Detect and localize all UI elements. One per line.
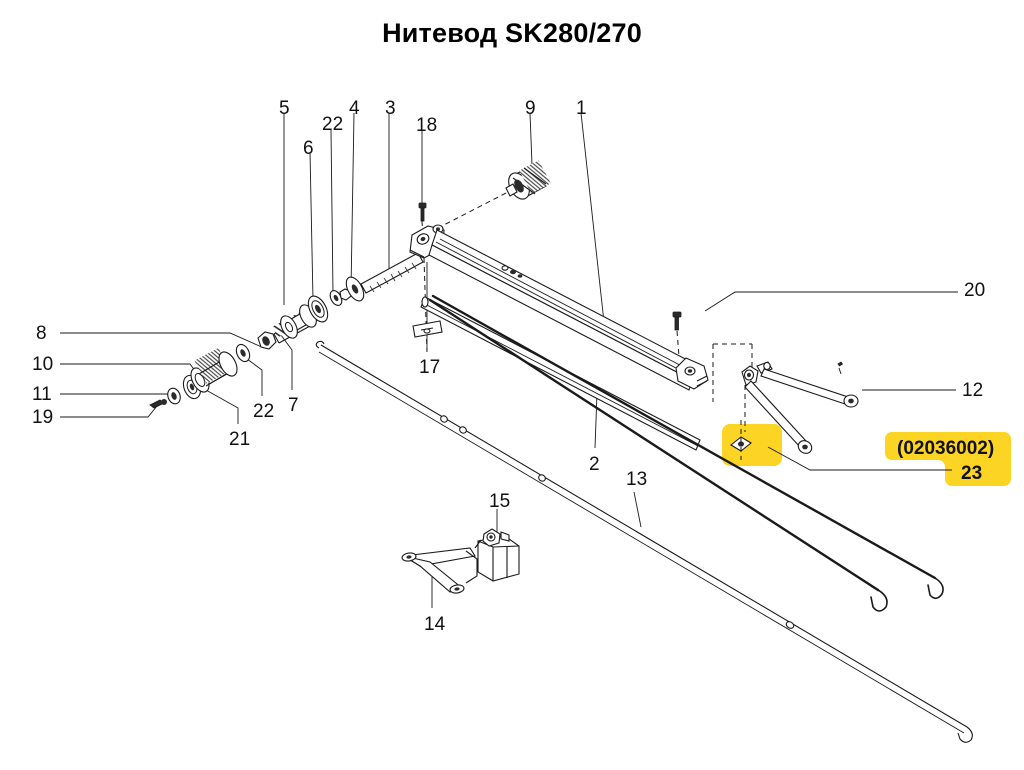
part-22-flat-washer-left: [235, 343, 251, 363]
highlight-part-number: 23: [961, 463, 983, 484]
callout-label-5: 5: [279, 98, 290, 119]
part-10-knurled-sleeve: [190, 347, 238, 393]
right-leader-lines: [704, 291, 958, 471]
callout-label-17: 17: [419, 357, 441, 378]
part-19-set-screw: [149, 399, 167, 409]
callout-label-20: 20: [964, 280, 986, 301]
callout-label-15: 15: [489, 491, 511, 512]
callout-label-22-top: 22: [322, 114, 344, 135]
part-18-screw: [418, 202, 427, 222]
callout-label-7: 7: [288, 395, 299, 416]
highlight-layer: [722, 424, 1011, 486]
highlight-part-code: (02036002): [897, 438, 995, 459]
right-assembly-dashed-frame: [712, 343, 753, 432]
part-1b-secondary-rail: [420, 296, 701, 451]
highlight-part-23-marker: [722, 424, 782, 466]
callout-label-18: 18: [416, 115, 438, 136]
callout-label-9: 9: [525, 98, 536, 119]
part-21-small-washer: [167, 387, 181, 405]
page-title: Нитевод SK280/270: [382, 18, 642, 48]
part-20-screw: [672, 311, 682, 357]
left-shaft-assembly: [149, 252, 424, 409]
part-6-spacer-ring: [307, 295, 329, 323]
callout-label-14: 14: [424, 614, 446, 635]
part-12-linkage-assembly: [741, 361, 859, 454]
part-23-diamond-washer: [730, 420, 752, 460]
part-14-mounting-bracket: [401, 547, 478, 594]
top-leader-lines: [283, 112, 605, 323]
part-15-thin-rod: [315, 340, 973, 743]
part-15-clamp-block: [474, 528, 520, 582]
part-2-lower-guide-rail: [431, 294, 944, 600]
callout-label-8: 8: [36, 323, 47, 344]
callout-label-3: 3: [385, 98, 396, 119]
part-8-lock-nut: [257, 331, 277, 350]
callout-label-4: 4: [349, 98, 360, 119]
part-4-washer-large: [345, 276, 365, 302]
callout-label-2: 2: [589, 454, 600, 475]
part-9-assembly-axis: [437, 192, 507, 229]
highlight-part-code-box: [885, 432, 1011, 486]
part-13-wire-rod: [428, 298, 888, 612]
callout-label-13: 13: [626, 469, 648, 490]
callout-label-12: 12: [962, 380, 984, 401]
part-22-flat-washer-upper: [329, 288, 352, 306]
callout-label-10: 10: [32, 354, 54, 375]
callout-label-6: 6: [303, 138, 314, 159]
part-9-knurled-knob: [505, 160, 551, 200]
part-1-main-guide-rail: [409, 224, 709, 391]
callout-label-11: 11: [32, 384, 52, 405]
callout-label-22-low: 22: [253, 401, 275, 422]
part-17-retaining-plate: [412, 320, 443, 338]
callout-label-21: 21: [229, 429, 251, 450]
callout-label-1: 1: [576, 98, 587, 119]
callout-label-19: 19: [32, 407, 54, 428]
part-3-threaded-shaft: [360, 252, 424, 294]
